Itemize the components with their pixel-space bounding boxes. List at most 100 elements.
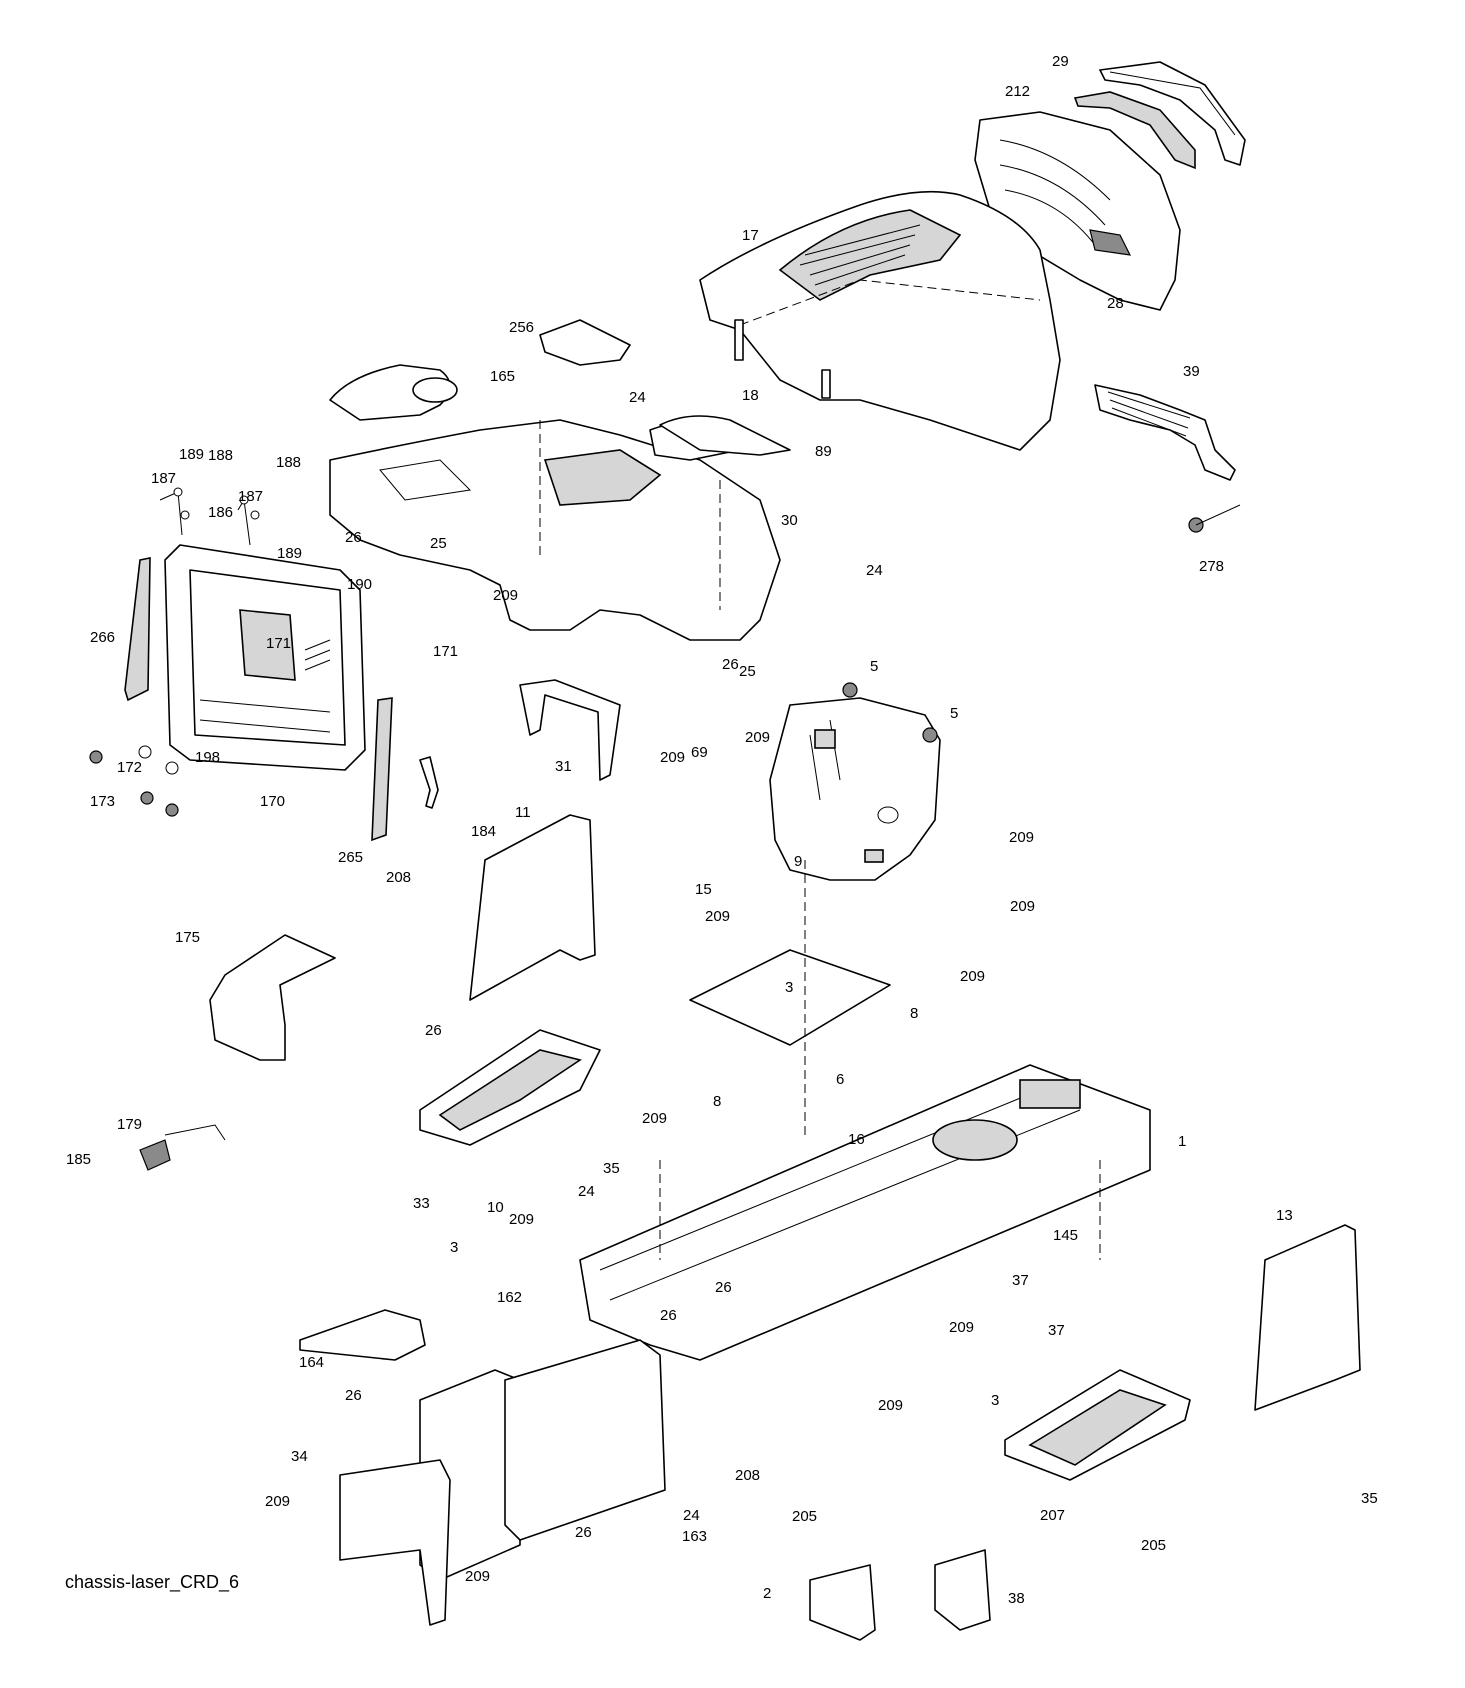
callout-label: 26 <box>345 1387 362 1404</box>
callout-label: 34 <box>291 1448 308 1465</box>
callout-label: 35 <box>1361 1490 1378 1507</box>
callout-label: 184 <box>471 823 496 840</box>
callout-label: 205 <box>1141 1537 1166 1554</box>
callout-label: 29 <box>1052 53 1069 70</box>
callout-label: 162 <box>497 1289 522 1306</box>
callout-label: 189 <box>179 446 204 463</box>
callout-label: 208 <box>386 869 411 886</box>
callout-label: 163 <box>682 1528 707 1545</box>
callout-label: 69 <box>691 744 708 761</box>
callout-label: 266 <box>90 629 115 646</box>
callout-label: 26 <box>660 1307 677 1324</box>
callout-label: 175 <box>175 929 200 946</box>
callout-label: 11 <box>515 804 531 821</box>
part-1-frame <box>579 1064 1151 1361</box>
callout-label: 209 <box>493 587 518 604</box>
callout-label: 1 <box>1178 1133 1186 1150</box>
callout-label: 26 <box>425 1022 442 1039</box>
part-265-strip <box>371 697 393 842</box>
parts-186-189-links <box>159 487 260 546</box>
callout-label: 165 <box>490 368 515 385</box>
part-31-bracket <box>519 679 621 781</box>
callout-label: 189 <box>277 545 302 562</box>
part-2-mount <box>339 1459 451 1626</box>
part-39-bracket <box>1094 384 1236 481</box>
callout-label: 10 <box>487 1199 504 1216</box>
part-38-bracket-left <box>809 1564 876 1641</box>
callout-label: 8 <box>910 1005 918 1022</box>
callout-label: 209 <box>509 1211 534 1228</box>
callout-label: 24 <box>683 1507 700 1524</box>
callout-label: 26 <box>345 529 362 546</box>
callout-label: 18 <box>742 387 759 404</box>
part-212-trim <box>1073 91 1196 170</box>
callout-label: 2 <box>763 1585 771 1602</box>
part-38-bracket-right <box>934 1549 991 1631</box>
callout-label: 15 <box>695 881 712 898</box>
part-29-trim <box>1099 61 1246 166</box>
callout-label: 209 <box>745 729 770 746</box>
part-89-pedal-cover <box>659 415 791 456</box>
callout-label: 24 <box>578 1183 595 1200</box>
callout-label: 5 <box>950 705 958 722</box>
callout-label: 209 <box>878 1397 903 1414</box>
part-34-footrest <box>1004 1369 1191 1481</box>
callout-label: 25 <box>739 663 756 680</box>
callout-label: 13 <box>1276 1207 1293 1224</box>
callout-label: 89 <box>815 443 832 460</box>
callout-label: 25 <box>430 535 447 552</box>
callout-label: 3 <box>991 1392 999 1409</box>
callout-label: 38 <box>0 0 17 4</box>
callout-label: 5 <box>870 658 878 675</box>
part-11-panel <box>469 814 596 1001</box>
callout-label: 209 <box>465 1568 490 1585</box>
callout-label: 209 <box>660 749 685 766</box>
callout-label: 198 <box>195 749 220 766</box>
callout-label: 37 <box>1048 1322 1065 1339</box>
part-256-cover <box>539 319 631 366</box>
hardware-172-173-198 <box>89 745 179 817</box>
part-6-plate <box>689 949 891 1046</box>
callout-label: 188 <box>208 447 233 464</box>
callout-label: 209 <box>1009 829 1034 846</box>
callout-label: 209 <box>265 1493 290 1510</box>
callout-label: 16 <box>848 1131 865 1148</box>
callout-label: 205 <box>792 1508 817 1525</box>
part-165-cupholder <box>329 364 458 421</box>
callout-label: 256 <box>509 319 534 336</box>
callout-label: 39 <box>1183 363 1200 380</box>
callout-label: 24 <box>629 389 646 406</box>
callout-label: 186 <box>208 504 233 521</box>
diagram-caption: chassis-laser_CRD_6 <box>65 1572 240 1592</box>
callout-label: 37 <box>1012 1272 1029 1289</box>
callout-label: 170 <box>260 793 285 810</box>
callout-label: 26 <box>715 1279 732 1296</box>
callout-label: 209 <box>705 908 730 925</box>
part-33-footrest <box>419 1029 601 1146</box>
callout-label: 3 <box>785 979 793 996</box>
part-30-fender <box>329 419 781 641</box>
callout-label: 33 <box>413 1195 430 1212</box>
part-179-rod <box>139 1124 226 1171</box>
part-17-hood <box>699 190 1061 451</box>
callout-label: 173 <box>90 793 115 810</box>
part-266-strip <box>124 557 151 702</box>
callout-label: 265 <box>338 849 363 866</box>
callout-label: 35 <box>603 1160 620 1177</box>
part-28-grille <box>974 111 1181 311</box>
callout-label: 17 <box>742 227 759 244</box>
callout-label: 207 <box>1040 1507 1065 1524</box>
callout-label: 171 <box>266 635 291 652</box>
callout-label: 209 <box>1010 898 1035 915</box>
callout-label: 31 <box>555 758 572 775</box>
callout-label: 6 <box>836 1071 844 1088</box>
callout-label: 187 <box>238 488 263 505</box>
callout-label: 209 <box>642 1110 667 1127</box>
callout-label: 164 <box>299 1354 324 1371</box>
part-13-panel <box>1254 1224 1361 1411</box>
callout-label: 278 <box>1199 558 1224 575</box>
callout-label: 208 <box>735 1467 760 1484</box>
part-164-bracket <box>299 1309 426 1361</box>
